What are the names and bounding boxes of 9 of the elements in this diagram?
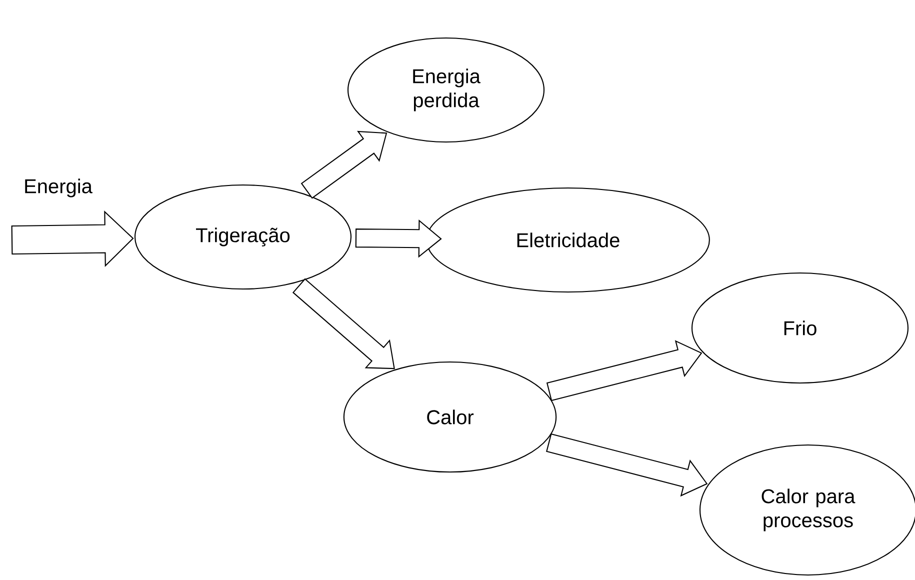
ellipse-node: Calor (343, 361, 557, 473)
block-arrow (355, 220, 442, 258)
ellipse-node: Eletricidade (426, 187, 710, 293)
edge-label: Energia (25, 178, 92, 198)
block-arrow (11, 210, 134, 268)
ellipse-node: Trigeração (134, 184, 352, 290)
ellipse-node: Frio (691, 272, 909, 384)
ellipse-node: Energia perdida (347, 37, 545, 143)
block-arrow (546, 433, 708, 497)
